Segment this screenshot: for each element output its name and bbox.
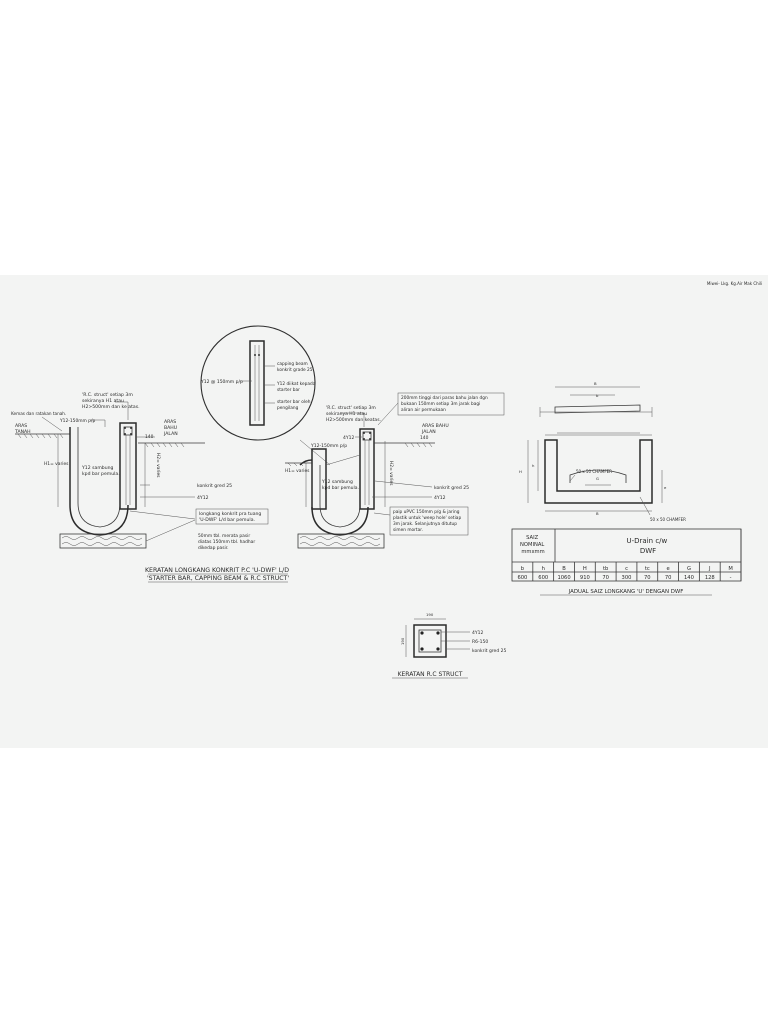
- left-section-caption: KERATAN LONGKANG KONKRIT P.C 'U-DWF' L/D…: [145, 567, 291, 582]
- rc-r6: R6-150: [472, 639, 488, 645]
- table-col-header: b: [521, 566, 525, 572]
- rc-struct-caption: KERATAN R.C STRUCT: [398, 671, 463, 678]
- table-col-header: M: [728, 566, 732, 572]
- table-saiz-header: SAIZ NOMINAL mmxmm: [520, 535, 546, 555]
- right-drain-section: B b H h e G B 50 x 50 CHAMFER 50 x 50 CH…: [519, 381, 686, 522]
- table-cell-value: 70: [644, 575, 651, 581]
- svg-text:e: e: [664, 485, 667, 490]
- detail-y12-diikat: Y12 diikat kepada starter bar: [276, 381, 317, 393]
- label-h1-varies: H1= varies: [44, 461, 69, 467]
- table-col-header: G: [687, 566, 691, 572]
- rc-dim-top: 190: [426, 612, 434, 617]
- rc-konkrit: konkrit gred 25: [472, 648, 506, 654]
- note-pasir: 50mm tbl. merata pasir diatas 150mm tbl.…: [198, 533, 257, 551]
- detail-y12-spacing: Y12 @ 150mm p/p: [200, 379, 243, 385]
- rc-4y12: 4Y12: [472, 630, 483, 636]
- detail-circle: Y12 @ 150mm p/p capping beam konkrit gra…: [200, 325, 317, 441]
- svg-text:'R.C. struct' setiap 3m: 'R.C. struct' setiap 3m sekiranya H1 ata…: [82, 392, 140, 410]
- mid-konkrit-gred: konkrit gred 25: [434, 485, 469, 491]
- note-y12-sambung: Y12 sambung kpd bar pemula.: [81, 465, 120, 477]
- svg-text:B: B: [596, 511, 599, 516]
- table-caption: JADUAL SAIZ LONGKANG 'U' DENGAN DWF: [568, 589, 684, 595]
- label-aras-bahu-jalan: ARAS BAHU JALAN: [163, 419, 179, 437]
- table-col-header: J: [708, 566, 711, 572]
- table-cell-value: 1060: [557, 575, 570, 581]
- table-col-header: e: [667, 566, 670, 572]
- svg-text:b: b: [596, 393, 599, 398]
- label-h2-varies: H2= varies: [155, 453, 161, 478]
- mid-dim-140: 140: [420, 435, 429, 441]
- table-cell-value: -: [730, 575, 732, 581]
- left-drain-section: 'R.C. struct' setiap 3m sekiranya H1 ata…: [11, 392, 291, 583]
- note-4y12: 4Y12: [197, 495, 209, 501]
- table-cell-value: 300: [622, 575, 632, 581]
- label-chamfer-bottom: 50 x 50 CHAMFER: [650, 517, 686, 522]
- mid-h1-varies: H1= varies: [285, 468, 310, 474]
- corner-note: Miwei- Lkg. Kg.Air Mak Chili: [707, 281, 762, 286]
- label-chamfer-top: 50 x 50 CHAMFER: [576, 469, 612, 474]
- note-longkang: longkang konkrit pra tuang 'U-DWF' L/d b…: [199, 511, 263, 523]
- mid-note-bukaan: 200mm tinggi dari paras bahu jalan dgn b…: [401, 395, 489, 413]
- table-group-header: U-Drain c/w DWF: [627, 537, 670, 555]
- svg-text:B: B: [594, 381, 597, 386]
- table-cell-value: 128: [705, 575, 715, 581]
- drawing-sheet: Miwei- Lkg. Kg.Air Mak Chili: [0, 275, 768, 748]
- table-col-header: B: [562, 566, 566, 572]
- table-col-header: tc: [645, 566, 650, 572]
- mid-aras-bahu-jalan: ARAS BAHU JALAN: [421, 423, 450, 435]
- table-cell-value: 910: [580, 575, 590, 581]
- rc-dim-side: 190: [400, 637, 405, 645]
- table-cell-value: 600: [517, 575, 527, 581]
- svg-text:G: G: [596, 476, 599, 481]
- label-y12-spacing: Y12-150mm p/p: [59, 418, 95, 424]
- detail-capping-beam: capping beam konkrit grade 25: [277, 361, 313, 373]
- table-cell-value: 140: [684, 575, 694, 581]
- table-col-header: c: [625, 566, 628, 572]
- mid-note-rc-struct: 'R.C. struct' setiap 3m sekiranya H1 ata…: [326, 405, 381, 423]
- note-rumput: Kemas dan ratakan tanah.: [11, 411, 66, 416]
- table-col-header: H: [583, 566, 587, 572]
- table-col-header: h: [542, 566, 545, 572]
- drain-size-table: SAIZ NOMINAL mmxmm U-Drain c/w DWF b 600 h…: [511, 528, 742, 596]
- label-aras-tanah: ARAS TANAH: [14, 423, 31, 435]
- note-konkrit-gred: konkrit gred 25: [197, 483, 232, 489]
- mid-h2-varies: H2= varies: [388, 461, 394, 486]
- svg-text:H: H: [519, 469, 522, 474]
- engineering-drawing: Miwei- Lkg. Kg.Air Mak Chili: [11, 281, 762, 679]
- mid-y12-sambung: Y12 sambung kpd bar pemula.: [321, 479, 359, 491]
- detail-starter-bar: starter bar oleh pengilang: [277, 399, 312, 411]
- table-cell-value: 600: [538, 575, 548, 581]
- mid-y12-150: Y12-150mm p/p: [310, 443, 347, 449]
- table-cell-value: 70: [602, 575, 609, 581]
- mid-4y12: 4Y12: [434, 495, 446, 501]
- table-cell-value: 70: [665, 575, 672, 581]
- mid-note-paip: paip uPVC 150mm p/g & jaring plastik unt…: [393, 509, 463, 533]
- mid-4y12-top: 4Y12: [343, 435, 354, 441]
- rc-struct-detail: 190 190 4Y12 R6-150 konkrit gred 25 KERA…: [392, 612, 506, 679]
- table-col-header: tb: [603, 566, 609, 572]
- dim-140: 140: [145, 434, 154, 440]
- mid-drain-section: 'R.C. struct' setiap 3m sekiranya H1 ata…: [285, 392, 505, 549]
- svg-text:h: h: [532, 463, 535, 468]
